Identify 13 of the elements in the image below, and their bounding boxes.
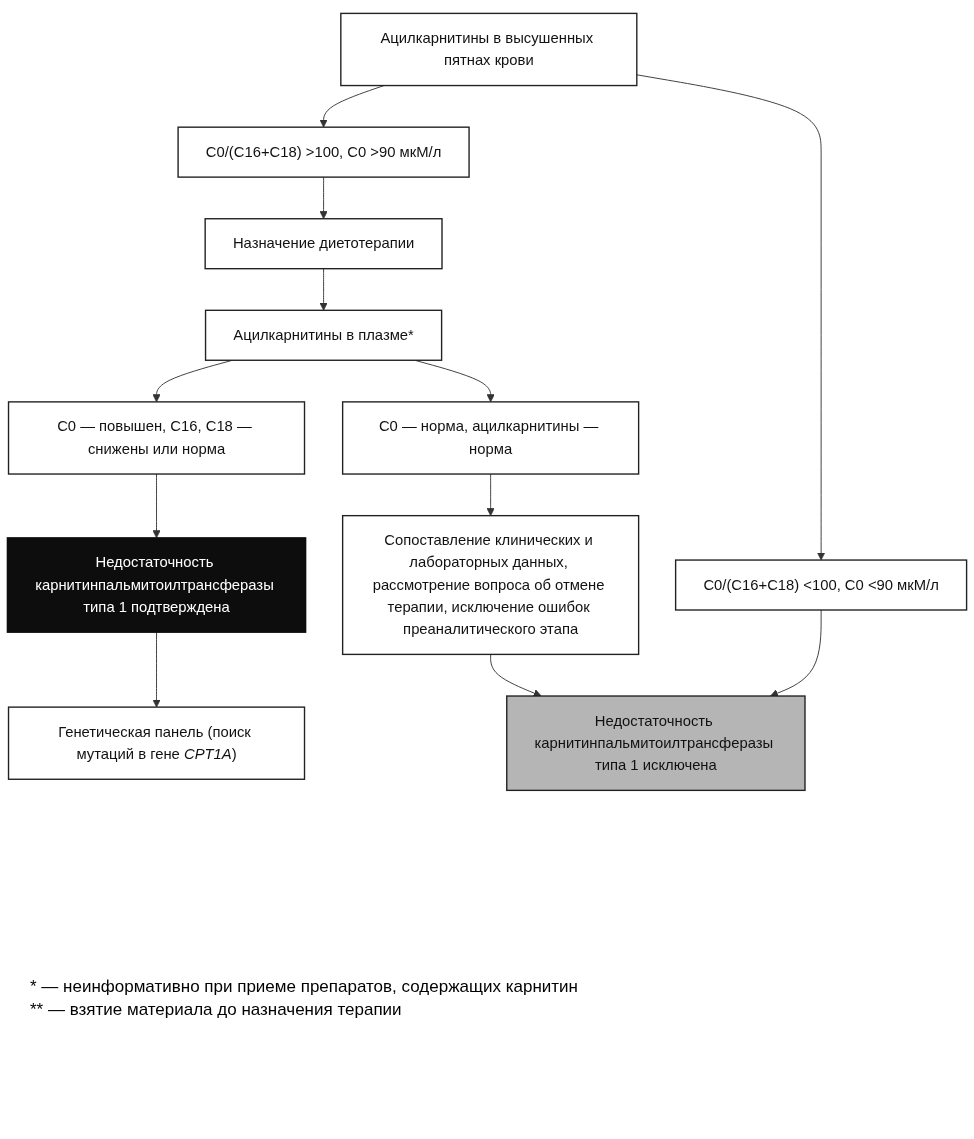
node-box: C0 — норма, ацилкарнитины — норма [341,401,640,475]
node-box: Ацилкарнитины в высушенных пятнах крови [340,12,638,87]
node-box: Недостаточность карнитинпальмитоилтрансферазы типа 1 подтверждена [6,537,307,633]
node-box: Назначение диетотерапии [204,218,443,270]
footnote: ** — взятие материала до назначения терапии [30,1000,403,1020]
footnote: * — неинформативно при приеме препаратов, содержащих карнитин [30,977,579,997]
node-box: Недостаточность карнитинпальмитоилтрансферазы типа 1 исключена [506,695,806,792]
node-box: Сопоставление клинических и лабораторных данных, рассмотрение вопроса об отмене терапии, исключение ошибок преаналитического этапа [341,514,640,656]
node-box: C0/(C16+C18) >100, C0 >90 мкМ/л [177,126,470,178]
node-box: C0/(C16+C18) <100, C0 <90 мкМ/л [674,559,968,611]
node-box: C0 — повышен, C16, C18 — снижены или норма [7,401,306,475]
node-box: Ацилкарнитины в плазме* [204,309,443,361]
node-box: Генетическая панель (поиск мутаций в гене CPT1A) [7,706,306,780]
